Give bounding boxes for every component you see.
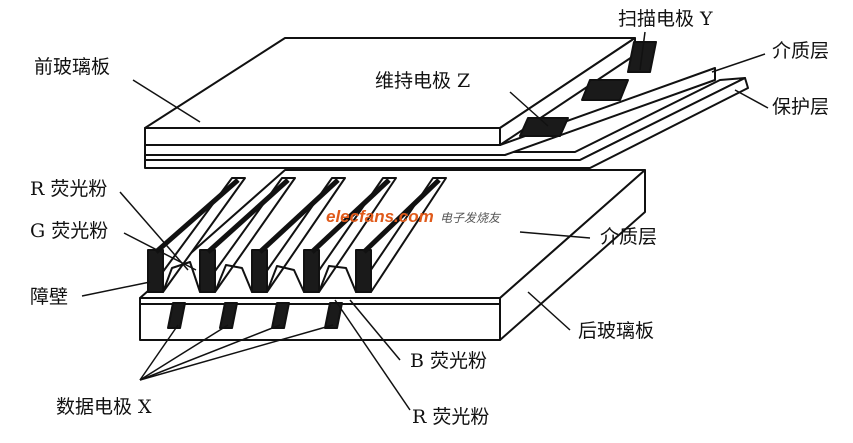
label-scan-electrode: 扫描电极 Y xyxy=(618,8,713,30)
watermark-site: elecfans.com xyxy=(326,207,434,226)
label-front-glass: 前玻璃板 xyxy=(34,56,111,78)
label-dielectric-mid: 介质层 xyxy=(600,226,658,248)
label-dielectric-top: 介质层 xyxy=(772,40,830,62)
label-protective-layer: 保护层 xyxy=(772,96,830,118)
front-electrodes xyxy=(519,41,657,137)
label-barrier: 障壁 xyxy=(30,286,69,308)
data-electrodes xyxy=(167,302,343,329)
watermark-sub: 电子发烧友 xyxy=(440,211,501,225)
leader-lines xyxy=(81,31,769,411)
label-r-phosphor-bottom: R 荧光粉 xyxy=(412,406,490,428)
label-rear-glass: 后玻璃板 xyxy=(578,320,655,342)
label-sustain-electrode: 维持电极 Z xyxy=(375,70,471,92)
label-r-phosphor-top: R 荧光粉 xyxy=(30,178,108,200)
label-g-phosphor: G 荧光粉 xyxy=(30,220,109,242)
label-data-electrode: 数据电极 X xyxy=(56,396,152,418)
barrier-ribs xyxy=(147,177,447,293)
rib-tops xyxy=(154,178,441,254)
label-b-phosphor: B 荧光粉 xyxy=(410,350,488,372)
